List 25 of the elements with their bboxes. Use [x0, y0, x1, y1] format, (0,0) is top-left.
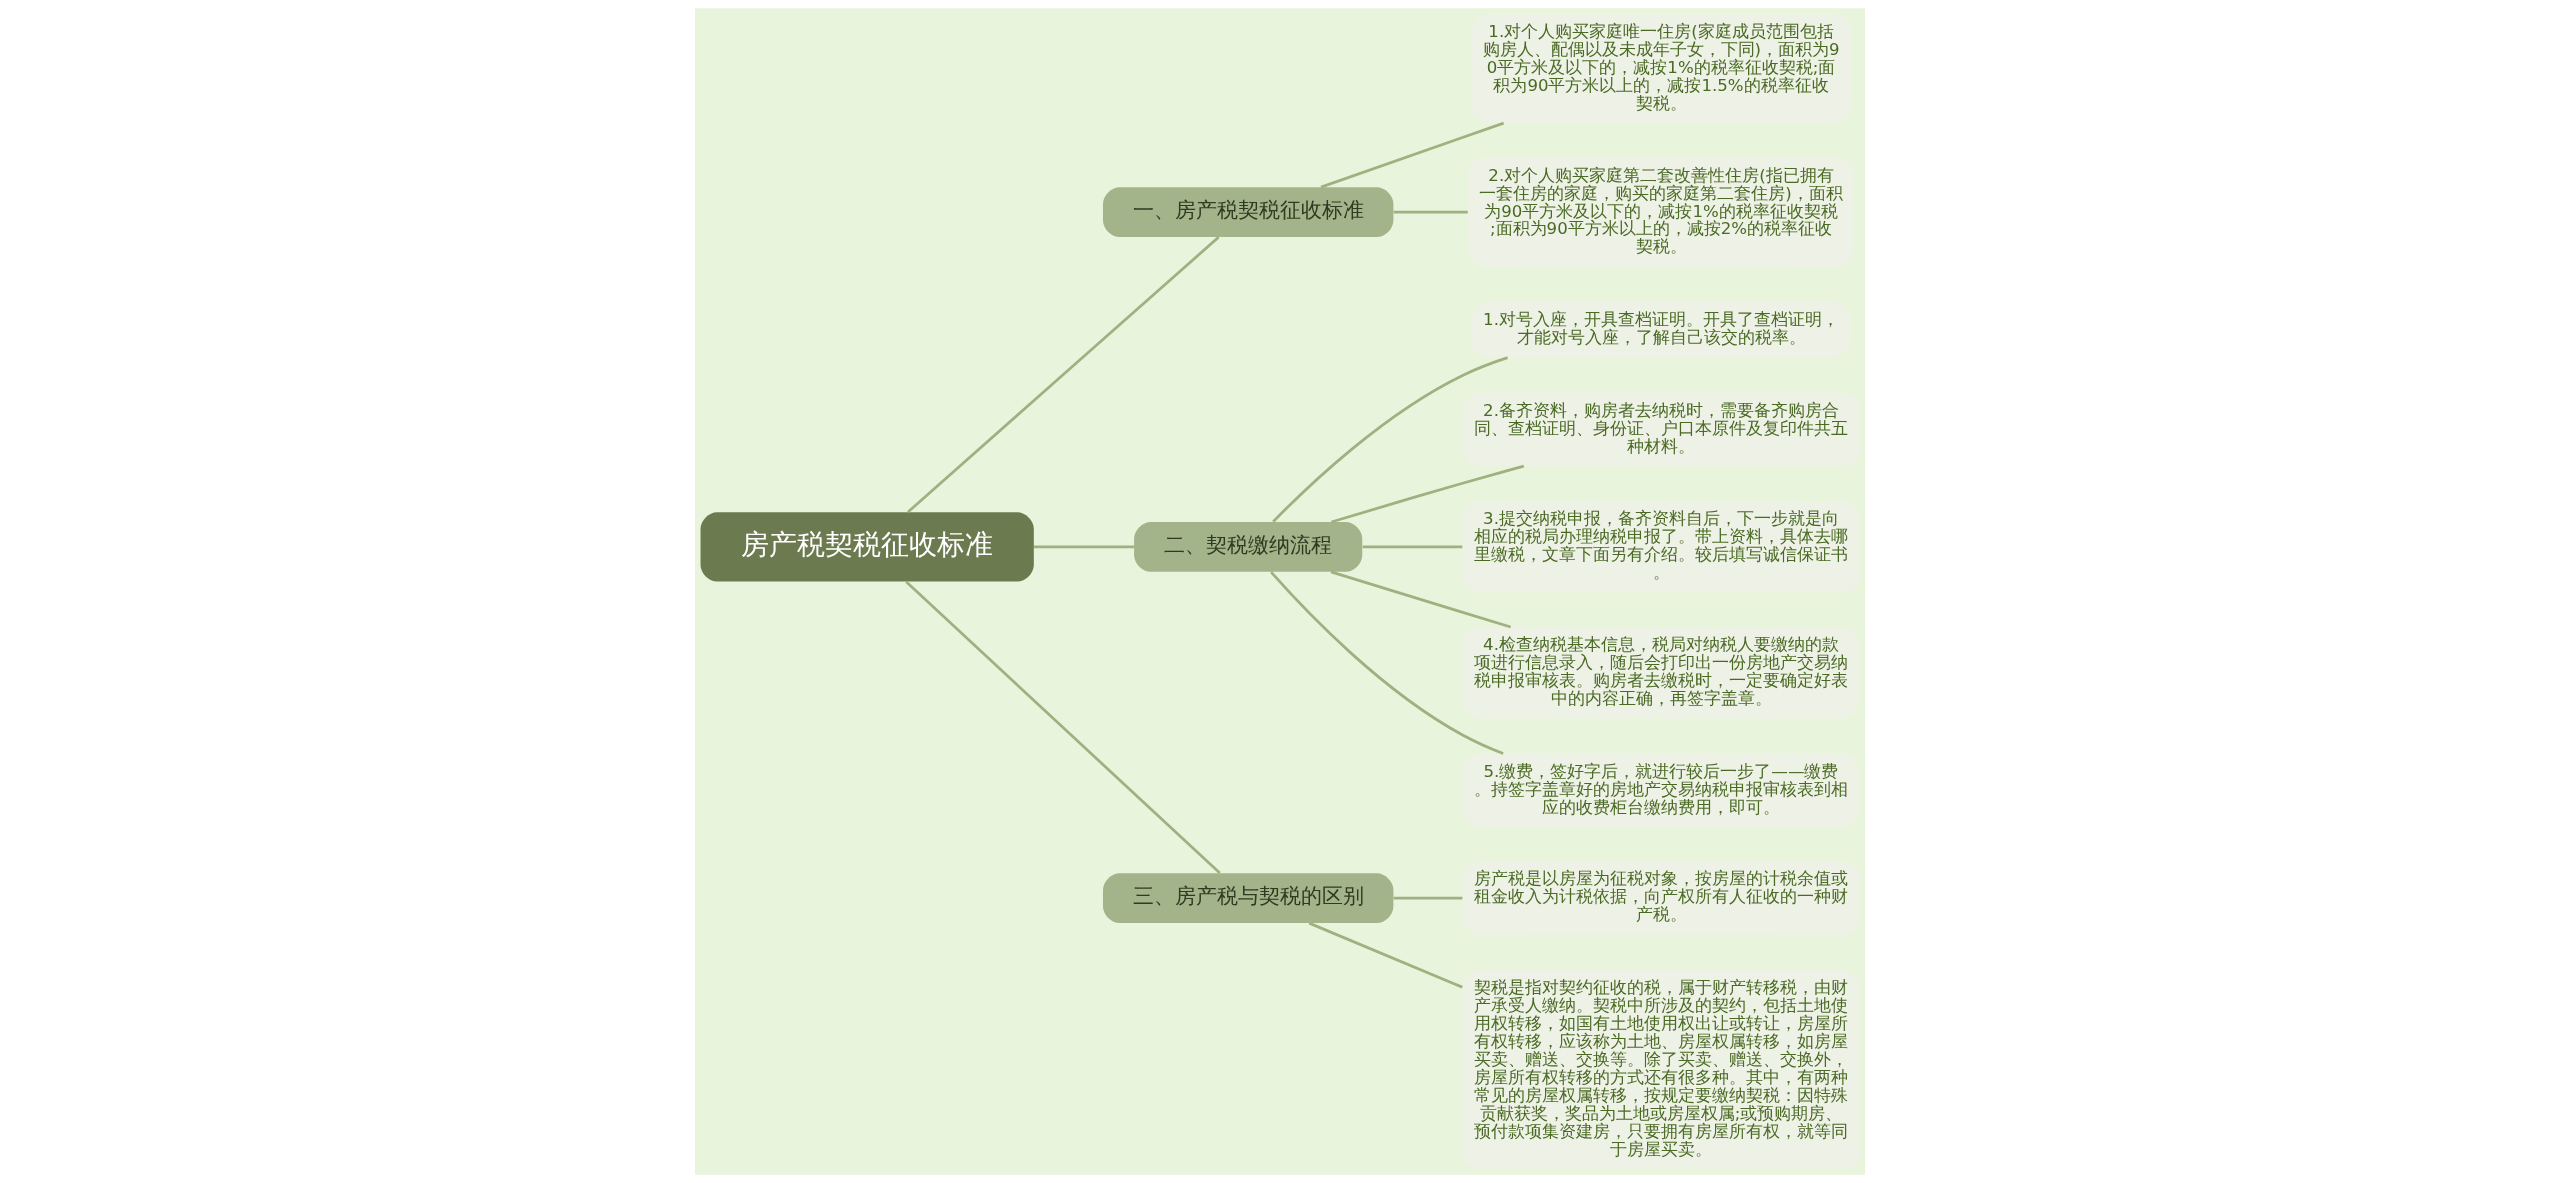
connector: [1330, 464, 1525, 524]
connector: [1393, 210, 1468, 214]
connector: [905, 580, 1221, 875]
node-box: 房产税契税征收标准: [700, 512, 1034, 582]
node-box: 2.对个人购买家庭第二套改善性住房(指已拥有一套住房的家庭，购买的家庭第二套住房)，面积为90平方米及以下的，减按1%的税率征收契税;面积为90平方米以上的，减按2%的税率征收契税。: [1468, 157, 1854, 267]
connector: [1308, 921, 1463, 989]
node-box: 5.缴费，签好字后，就进行较后一步了——缴费。持签字盖章好的房地产交易纳税申报审核表到相应的收费柜台缴纳费用，即可。: [1462, 753, 1860, 827]
node-box: 契税是指对契约征收的税，属于财产转移税，由财产承受人缴纳。契税中所涉及的契约，包括土地使用权转移，如国有土地使用权出让或转让，房屋所有权转移，应该称为土地、房屋权属转移，如房屋买卖、赠送、交换等。除了买卖、赠送、交换外，房屋所有权转移的方式还有很多种。其中，有两种常见的房屋权属转移，按规定要缴纳契税：因特殊贡献获奖，奖品为土地或房屋权属;或预购期房、预付款项集资建房，只要拥有房屋所有权，就等同于房屋买卖。: [1462, 970, 1860, 1170]
connector: [907, 236, 1220, 514]
node-box: 3.提交纳税申报，备齐资料自后，下一步就是向相应的税局办理纳税申报了。带上资料，具体去哪里缴税，文章下面另有介绍。较后填写诚信保证书。: [1462, 501, 1860, 593]
node-box: 三、房产税与契税的区别: [1103, 873, 1394, 924]
connector: [1393, 896, 1463, 900]
node-box: 1.对个人购买家庭唯一住房(家庭成员范围包括购房人、配偶以及未成年子女，下同)，面积为90平方米及以下的，减按1%的税率征收契税;面积为90平方米以上的，减按1.5%的税率征收契税。: [1470, 13, 1852, 123]
connector: [1330, 570, 1512, 629]
node-box: 4.检查纳税基本信息，税局对纳税人要缴纳的款项进行信息录入，随后会打印出一份房地产交易纳税申报审核表。购房者去缴税时，一定要确定好表中的内容正确，再签字盖章。: [1462, 627, 1860, 719]
connector: [1033, 545, 1134, 549]
connector: [1320, 121, 1505, 189]
node-box: 房产税是以房屋为征税对象，按房屋的计税余值或租金收入为计税依据，向产权所有人征收的一种财产税。: [1462, 861, 1860, 935]
node-box: 二、契税缴纳流程: [1134, 522, 1363, 572]
connector: [1270, 571, 1504, 755]
connector: [1362, 545, 1463, 549]
node-box: 一、房产税契税征收标准: [1103, 187, 1394, 238]
node-box: 2.备齐资料，购房者去纳税时，需要备齐购房合同、查档证明、身份证、户口本原件及复印件共五种材料。: [1462, 392, 1860, 466]
connector: [1272, 356, 1509, 523]
node-box: 1.对号入座，开具查档证明。开具了查档证明，才能对号入座，了解自己该交的税率。: [1471, 302, 1851, 358]
